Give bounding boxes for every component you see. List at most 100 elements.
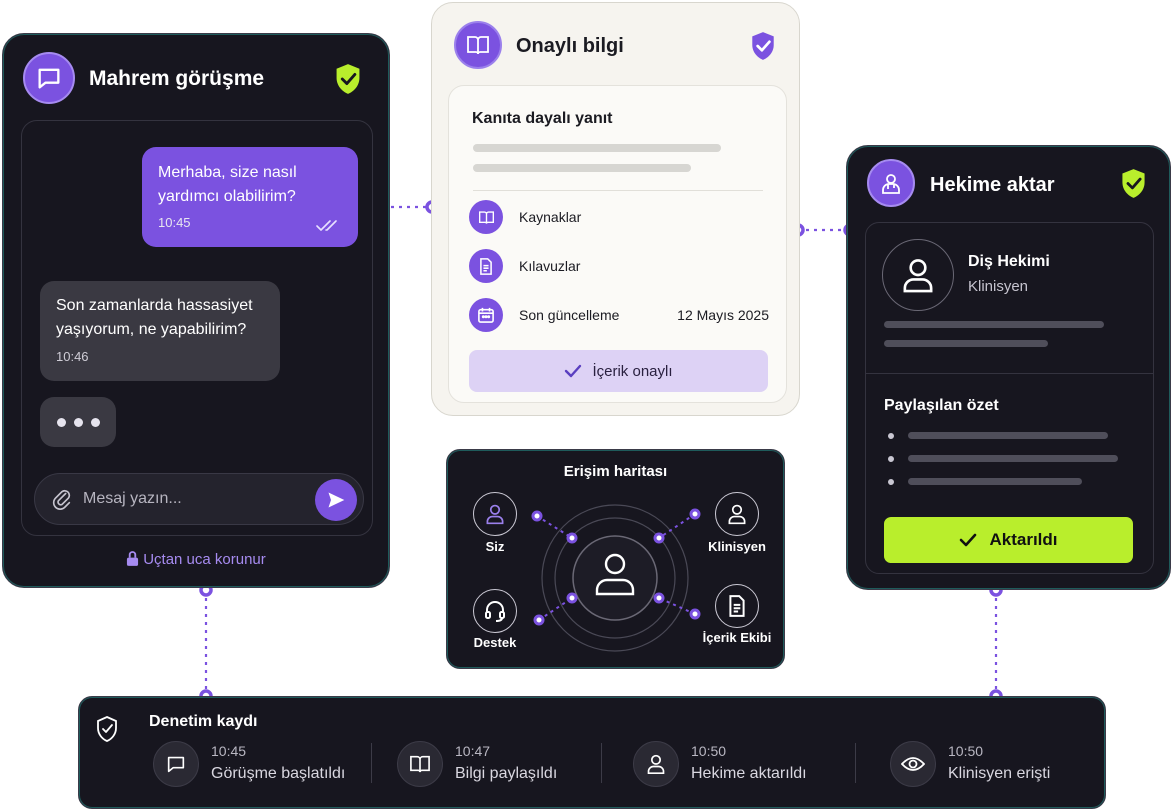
audit-entry: 10:50 Klinisyen erişti [890,739,1110,789]
access-node-content-team[interactable] [715,584,759,628]
shield-check-icon [97,716,117,742]
info-row-guidelines[interactable]: Kılavuzlar [469,249,769,283]
chat-thread: Merhaba, size nasıl yardımcı olabilirim?… [21,120,373,536]
audit-entry-time: 10:50 [691,743,727,759]
book-icon [469,200,503,234]
outgoing-message-time: 10:45 [158,215,191,230]
chat-title: Mahrem görüşme [89,67,265,90]
incoming-message-line2: yaşıyorum, ne yapabilirim? [56,321,247,338]
shield-check-icon [1122,169,1145,198]
text-placeholder-bar [908,478,1082,485]
audit-entry-text: Hekime aktarıldı [691,765,807,782]
access-node-label: İçerik Ekibi [702,630,772,645]
audit-entry-time: 10:45 [211,743,247,759]
access-node-clinician[interactable] [715,492,759,536]
content-approved-label: İçerik onaylı [592,362,673,380]
transferred-button[interactable]: Aktarıldı [884,517,1133,563]
audit-entry-time: 10:50 [948,743,984,759]
text-placeholder-bar [473,164,691,172]
doctor-name: Diş Hekimi [968,253,1050,270]
chat-bubble-icon [153,741,199,787]
audit-entry: 10:45 Görüşme başlatıldı [153,739,373,789]
headset-icon [485,601,505,622]
private-chat-card: Mahrem görüşme Merhaba, size nasıl yardı… [2,33,390,588]
text-placeholder-bar [473,144,721,152]
audit-entry-text: Görüşme başlatıldı [211,765,346,782]
access-map-card: Erişim haritası Siz Klinisyen Destek [446,449,785,669]
divider [601,743,602,783]
bullet [888,479,894,485]
access-node-you[interactable] [473,492,517,536]
info-row-last-update[interactable]: Son güncelleme 12 Mayıs 2025 [469,298,769,332]
book-icon [397,741,443,787]
audit-entry-text: Bilgi paylaşıldı [455,765,558,782]
info-row-sources[interactable]: Kaynaklar [469,200,769,234]
text-placeholder-bar [884,340,1048,347]
audit-entry-text: Klinisyen erişti [948,765,1051,782]
user-icon [595,553,635,596]
doctor-icon [867,159,915,207]
outgoing-message-line2: yardımcı olabilirim? [158,188,296,205]
divider [855,743,856,783]
encryption-note: Uçtan uca korunur [3,551,389,568]
info-row-label: Kaynaklar [519,209,582,225]
incoming-message-time: 10:46 [56,349,89,364]
bullet [888,456,894,462]
doctor-role: Klinisyen [968,278,1029,295]
evidence-panel: Kanıta dayalı yanıt Kaynaklar Kılavuzlar… [448,85,787,403]
check-icon [960,533,977,547]
avatar [882,239,954,311]
text-placeholder-bar [908,455,1118,462]
message-input[interactable] [83,474,303,524]
paperclip-icon[interactable] [51,487,73,511]
document-icon [729,595,745,617]
shield-check-icon [336,64,360,94]
doctor-panel: Diş Hekimi Klinisyen Paylaşılan özet Akt… [865,222,1154,574]
evidence-answer-title: Kanıta dayalı yanıt [472,110,613,127]
chat-bubble-icon [23,52,75,104]
access-node-support[interactable] [473,589,517,633]
transferred-label: Aktarıldı [989,530,1058,549]
user-icon [633,741,679,787]
info-title: Onaylı bilgi [516,35,624,57]
shield-check-icon [752,32,774,60]
user-icon [486,504,504,525]
incoming-message: Son zamanlarda hassasiyet yaşıyorum, ne … [40,281,280,381]
access-node-label: Destek [473,635,517,650]
user-icon [903,259,933,293]
message-composer [34,473,364,525]
eye-icon [890,741,936,787]
divider [371,743,372,783]
access-map-title: Erişim haritası [563,463,668,480]
bullet [888,433,894,439]
text-placeholder-bar [884,321,1104,328]
send-icon [328,492,345,508]
typing-indicator [40,397,116,447]
verified-info-card: Onaylı bilgi Kanıta dayalı yanıt Kaynakl… [431,2,800,416]
access-map-rings [531,504,701,652]
encryption-note-text: Uçtan uca korunur [143,551,266,568]
check-icon [565,364,582,378]
double-check-icon [316,220,337,231]
user-icon [728,504,746,525]
divider [866,373,1153,374]
access-node-label: Siz [485,539,505,554]
info-row-label: Son güncelleme [519,307,620,323]
audit-log-title: Denetim kaydı [149,713,258,730]
doctor-card-title: Hekime aktar [930,174,1055,196]
last-update-date: 12 Mayıs 2025 [677,307,769,323]
outgoing-message: Merhaba, size nasıl yardımcı olabilirim?… [142,147,358,247]
audit-log-card: Denetim kaydı 10:45 Görüşme başlatıldı 1… [78,696,1106,809]
divider [473,190,763,191]
audit-entry: 10:47 Bilgi paylaşıldı [397,739,617,789]
text-placeholder-bar [908,432,1108,439]
audit-entry-time: 10:47 [455,743,491,759]
calendar-icon [469,298,503,332]
audit-entry: 10:50 Hekime aktarıldı [633,739,853,789]
info-row-label: Kılavuzlar [519,258,581,274]
shared-summary-title: Paylaşılan özet [884,397,999,414]
send-button[interactable] [315,479,357,521]
access-node-label: Klinisyen [708,539,766,554]
content-approved-button[interactable]: İçerik onaylı [469,350,768,392]
book-icon [454,21,502,69]
